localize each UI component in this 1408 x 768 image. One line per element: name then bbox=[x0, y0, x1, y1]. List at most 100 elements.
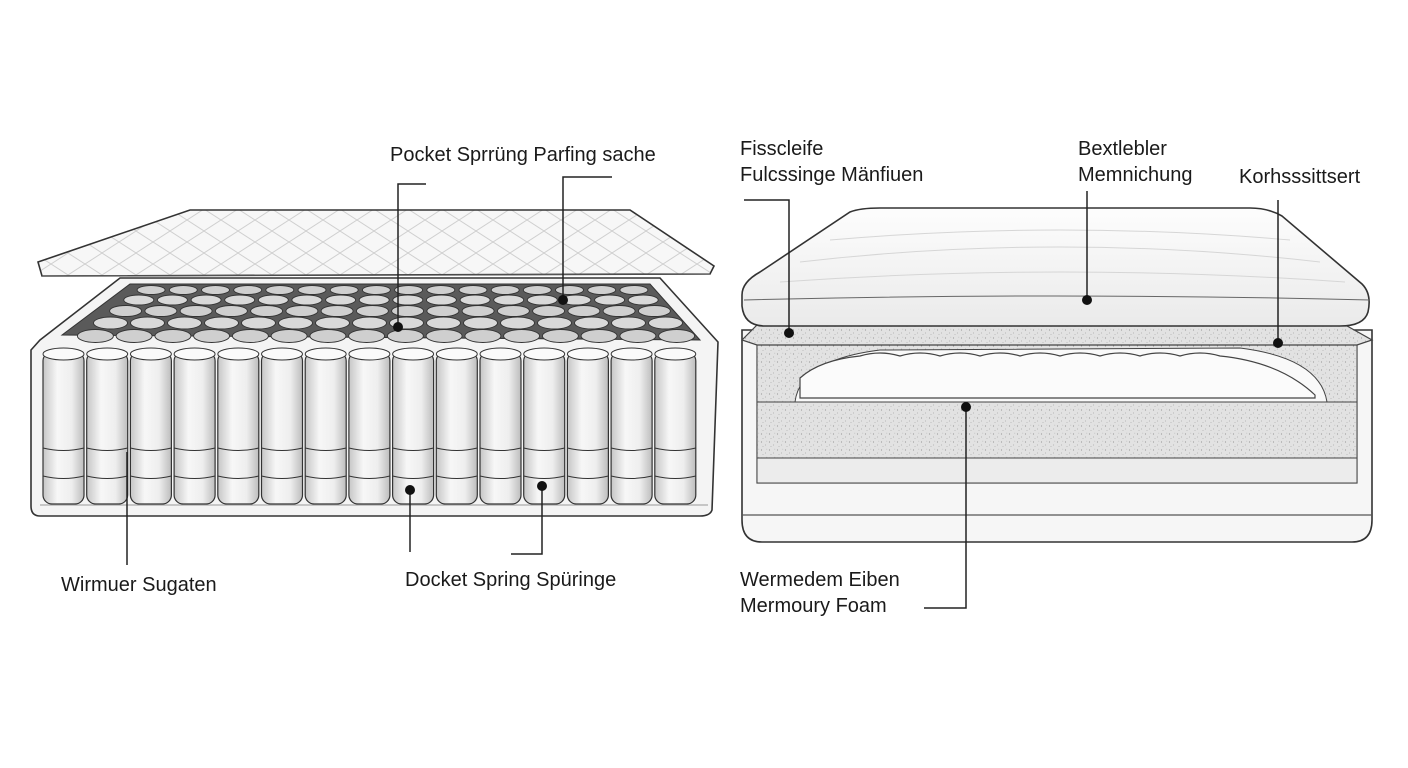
label-bextlebler: Bextlebler bbox=[1078, 138, 1167, 160]
spring-top bbox=[458, 285, 488, 295]
spring-top bbox=[190, 294, 222, 306]
spring-pocket bbox=[654, 347, 697, 505]
spring-top bbox=[315, 316, 350, 330]
spring-top bbox=[168, 285, 198, 295]
spring-top bbox=[270, 329, 308, 343]
label-memnichung: Memnichung bbox=[1078, 164, 1193, 186]
spring-top bbox=[611, 316, 646, 330]
spring-top bbox=[136, 285, 166, 295]
spring-pocket bbox=[129, 347, 172, 505]
spring-top bbox=[648, 316, 683, 330]
spring-pocket bbox=[86, 347, 129, 505]
spring-pocket bbox=[260, 347, 304, 505]
spring-pocket bbox=[348, 347, 391, 505]
spring-top bbox=[425, 329, 463, 343]
spring-pocket bbox=[435, 347, 478, 505]
spring-top bbox=[231, 329, 269, 343]
spring-top bbox=[115, 329, 153, 343]
spring-top bbox=[522, 285, 552, 295]
label-korhsssittsert: Korhsssittsert bbox=[1239, 166, 1361, 188]
spring-top bbox=[532, 305, 566, 317]
spring-top bbox=[503, 329, 541, 343]
spring-top bbox=[76, 329, 114, 343]
spring-top bbox=[285, 305, 319, 317]
spring-top bbox=[426, 316, 461, 330]
label-docket-spring: Docket Spring Spüringe bbox=[405, 569, 617, 591]
spring-top bbox=[391, 305, 425, 317]
spring-top bbox=[250, 305, 284, 317]
spring-top bbox=[291, 294, 323, 306]
spring-top bbox=[537, 316, 572, 330]
spring-top bbox=[358, 294, 390, 306]
spring-top bbox=[265, 285, 295, 295]
spring-top bbox=[574, 316, 609, 330]
spring-top bbox=[526, 294, 558, 306]
spring-top bbox=[352, 316, 387, 330]
spring-top bbox=[224, 294, 256, 306]
spring-top bbox=[555, 285, 584, 295]
left-callout-dots bbox=[393, 295, 568, 495]
spring-top bbox=[93, 316, 128, 330]
pocket-spring-mattress bbox=[30, 209, 719, 517]
spring-top bbox=[594, 294, 626, 306]
spring-top bbox=[193, 329, 231, 343]
spring-top bbox=[130, 316, 165, 330]
spring-top bbox=[329, 285, 359, 295]
spring-top bbox=[463, 316, 498, 330]
spring-top bbox=[348, 329, 386, 343]
spring-top bbox=[602, 305, 636, 317]
spring-top bbox=[541, 329, 579, 343]
spring-top bbox=[587, 285, 617, 295]
spring-pocket bbox=[566, 347, 610, 505]
spring-top bbox=[179, 305, 213, 317]
spring-pocket bbox=[173, 347, 216, 505]
label-fulcssinge: Fulcssinge Mänfiuen bbox=[740, 164, 924, 186]
spring-pocket bbox=[392, 347, 435, 505]
spring-top bbox=[464, 329, 502, 343]
label-fisscleife: Fisscleife bbox=[740, 138, 824, 160]
spring-top bbox=[490, 285, 520, 295]
spring-top bbox=[496, 305, 530, 317]
spring-pocket bbox=[217, 347, 260, 505]
label-wermedem-eiben: Wermedem Eiben bbox=[740, 569, 900, 591]
spring-top bbox=[637, 305, 671, 317]
foam-top-cover bbox=[741, 207, 1371, 327]
spring-top bbox=[361, 285, 391, 295]
spring-top bbox=[355, 305, 389, 317]
spring-top bbox=[627, 294, 659, 306]
label-wirmuer-sugaten: Wirmuer Sugaten bbox=[61, 574, 217, 596]
spring-pocket bbox=[42, 347, 85, 505]
spring-top bbox=[167, 316, 202, 330]
spring-top bbox=[297, 285, 327, 295]
spring-top bbox=[459, 294, 491, 306]
spring-top bbox=[580, 329, 618, 343]
left-callouts bbox=[126, 176, 612, 565]
spring-pocket bbox=[304, 347, 347, 505]
spring-top bbox=[619, 329, 657, 343]
spring-top bbox=[658, 329, 696, 343]
spring-top bbox=[320, 305, 354, 317]
spring-top bbox=[325, 294, 357, 306]
spring-top bbox=[426, 305, 460, 317]
spring-top bbox=[567, 305, 601, 317]
label-pocket-spring-top: Pocket Sprrüng Parfing sache bbox=[390, 144, 656, 166]
spring-top bbox=[619, 285, 649, 295]
quilted-top-layer bbox=[37, 209, 716, 277]
spring-top bbox=[426, 285, 456, 295]
spring-top bbox=[156, 294, 188, 306]
memory-foam-mattress bbox=[740, 207, 1374, 543]
spring-top bbox=[241, 316, 276, 330]
spring-tops-grid bbox=[76, 285, 696, 343]
spring-top bbox=[394, 285, 424, 295]
right-callouts bbox=[744, 191, 1279, 609]
spring-top bbox=[257, 294, 289, 306]
spring-top bbox=[109, 305, 143, 317]
spring-top bbox=[309, 329, 347, 343]
label-mermoury-foam: Mermoury Foam bbox=[740, 595, 887, 617]
spring-top bbox=[425, 294, 457, 306]
spring-top bbox=[214, 305, 248, 317]
spring-top bbox=[154, 329, 192, 343]
spring-top bbox=[500, 316, 535, 330]
spring-top bbox=[123, 294, 155, 306]
